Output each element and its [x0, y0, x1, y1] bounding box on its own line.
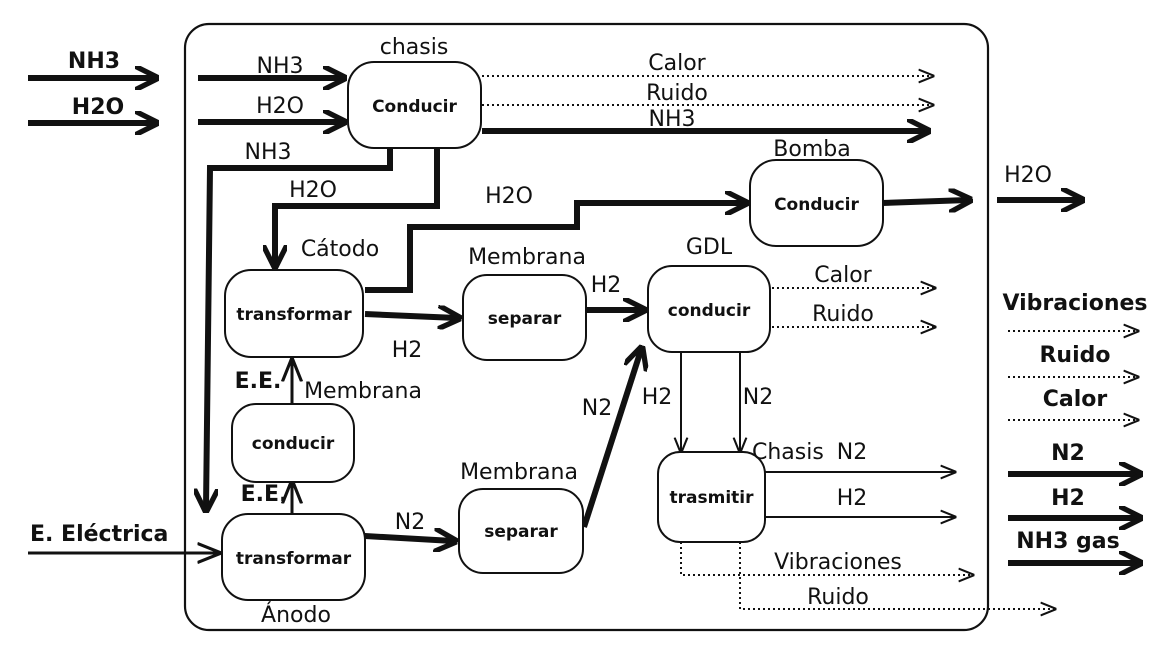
label-membrana-h2: Membrana — [468, 245, 586, 270]
label-calor-gdl: Calor — [814, 263, 872, 288]
label-calor-chasis: Calor — [648, 51, 706, 76]
box-bomba: Conducir — [749, 159, 884, 247]
label-h2o-in: H2O — [256, 94, 304, 119]
label-ruido-chasis: Ruido — [646, 81, 708, 106]
label-h2o-output: H2O — [1004, 163, 1052, 188]
label-ee-up2: E.E. — [241, 482, 288, 507]
box-catodo-function: transformar — [236, 305, 352, 325]
box-chasis: Conducir — [347, 61, 482, 149]
label-nh3-chasis: NH3 — [649, 107, 696, 132]
label-input-h2o: H2O — [72, 95, 124, 120]
label-tr-h2: H2 — [837, 486, 868, 511]
box-anodo-function: transformar — [236, 549, 352, 569]
label-gdl: GDL — [686, 235, 733, 260]
label-gdl-h2: H2 — [642, 385, 673, 410]
label-chasis: chasis — [380, 35, 449, 60]
label-bomba: Bomba — [773, 137, 850, 162]
box-chasis-out: trasmitir — [657, 451, 766, 543]
box-chasis-function: Conducir — [372, 97, 457, 117]
label-h2o-bomba: H2O — [485, 184, 533, 209]
arrow-h2o-bomba-out — [881, 200, 968, 203]
arrow-h2-catodo — [364, 314, 457, 318]
label-ee-up1: E.E. — [235, 369, 282, 394]
box-membrana-n2: separar — [458, 488, 584, 574]
box-gdl-function: conducir — [668, 301, 751, 321]
label-membrana-n2: Membrana — [460, 460, 578, 485]
label-tr-n2: N2 — [837, 440, 867, 465]
label-output-n2: N2 — [1051, 441, 1085, 466]
label-output-h2: H2 — [1051, 486, 1085, 511]
label-n2-gdl: N2 — [582, 396, 612, 421]
label-h2-gdl: H2 — [591, 273, 622, 298]
label-gdl-n2: N2 — [743, 385, 773, 410]
system-boundary — [183, 22, 990, 632]
arrow-tr-vib — [680, 542, 973, 575]
label-input-nh3: NH3 — [68, 49, 120, 74]
box-catodo: transformar — [224, 269, 364, 358]
label-output-vibraciones: Vibraciones — [1003, 291, 1148, 316]
box-membrana-ee: conducir — [231, 403, 355, 483]
box-membrana-h2-function: separar — [488, 309, 562, 329]
label-tr-vib: Vibraciones — [774, 550, 902, 575]
label-output-nh3gas: NH3 gas — [1016, 529, 1119, 554]
box-bomba-function: Conducir — [774, 195, 859, 215]
label-ruido-gdl: Ruido — [812, 302, 874, 327]
label-tr-ruido: Ruido — [807, 585, 869, 610]
label-membrana-ee: Membrana — [304, 379, 422, 404]
arrow-nh3-down — [206, 148, 393, 508]
label-catodo: Cátodo — [301, 237, 379, 262]
label-input-ee: E. Eléctrica — [30, 522, 168, 547]
label-chasis-out: Chasis — [752, 440, 824, 465]
arrow-h2o-bomba — [365, 203, 744, 293]
arrow-h2o-down — [275, 148, 440, 264]
box-membrana-h2: separar — [462, 274, 587, 361]
label-h2-membrana: H2 — [392, 338, 423, 363]
box-chasis-out-function: trasmitir — [670, 488, 755, 508]
box-gdl: conducir — [647, 265, 771, 353]
arrow-tr-ruido — [739, 542, 1055, 609]
box-membrana-n2-function: separar — [484, 522, 558, 542]
box-membrana-ee-function: conducir — [252, 434, 335, 454]
label-h2o-down: H2O — [289, 178, 337, 203]
box-anodo: transformar — [221, 513, 366, 601]
label-anodo: Ánodo — [261, 602, 331, 628]
label-output-calor: Calor — [1043, 387, 1108, 412]
label-nh3-in: NH3 — [257, 54, 304, 79]
label-n2-anodo: N2 — [395, 510, 425, 535]
label-output-ruido: Ruido — [1039, 343, 1110, 368]
label-nh3-down: NH3 — [245, 140, 292, 165]
arrow-n2-gdl — [581, 350, 641, 528]
